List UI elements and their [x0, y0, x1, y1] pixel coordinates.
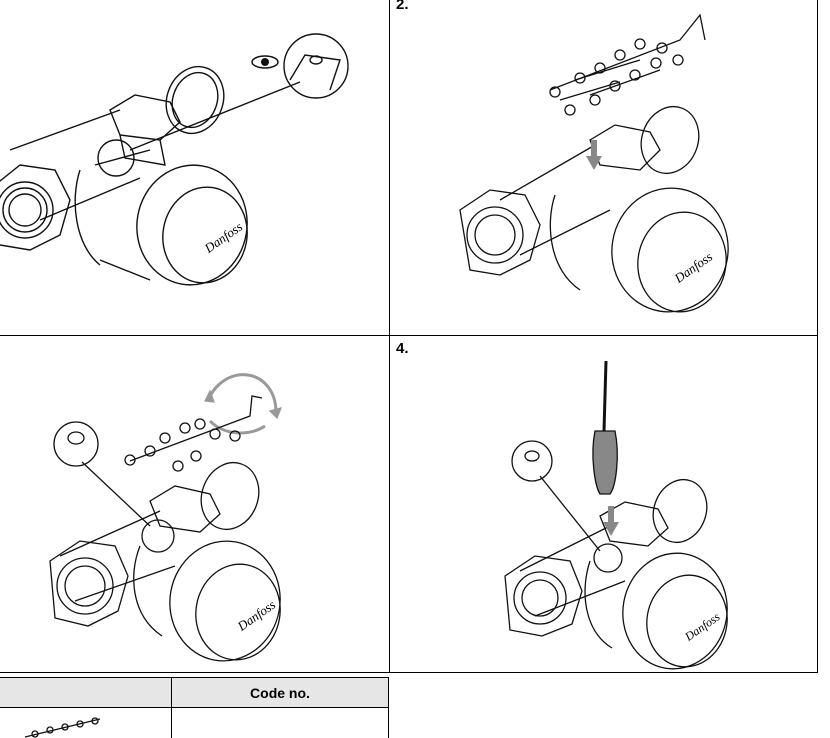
brand-logo: Danfoss — [671, 249, 715, 286]
brand-logo: Danfoss — [681, 609, 722, 644]
divider — [817, 0, 818, 673]
table-header-cell — [0, 678, 171, 707]
step-4-panel: 4. — [390, 336, 817, 672]
valve-illustration: Danfoss — [49, 373, 283, 662]
valve-illustration: Danfoss — [0, 33, 349, 286]
divider — [0, 707, 389, 708]
valve-illustration: Danfoss — [504, 360, 728, 670]
step-3-panel: Danfoss — [0, 336, 389, 672]
table-header-code-no: Code no. — [172, 678, 388, 707]
step-number: 4. — [396, 340, 409, 357]
step-2-panel: 2. — [390, 0, 817, 335]
step-number: 2. — [396, 0, 409, 13]
step-1-panel: Danfoss — [0, 0, 389, 335]
instruction-grid: Danfoss 2. — [0, 0, 818, 673]
brand-logo: Danfoss — [201, 219, 245, 256]
divider — [0, 672, 818, 673]
screwdriver-icon — [592, 360, 618, 495]
divider — [0, 335, 818, 336]
caps-sprue-thumbnail — [24, 717, 101, 738]
divider — [389, 0, 390, 673]
brand-logo: Danfoss — [234, 597, 278, 634]
code-table: Code no. — [0, 677, 389, 738]
divider — [0, 677, 389, 678]
valve-illustration: Danfoss — [459, 13, 729, 313]
eye-icon — [251, 55, 279, 69]
